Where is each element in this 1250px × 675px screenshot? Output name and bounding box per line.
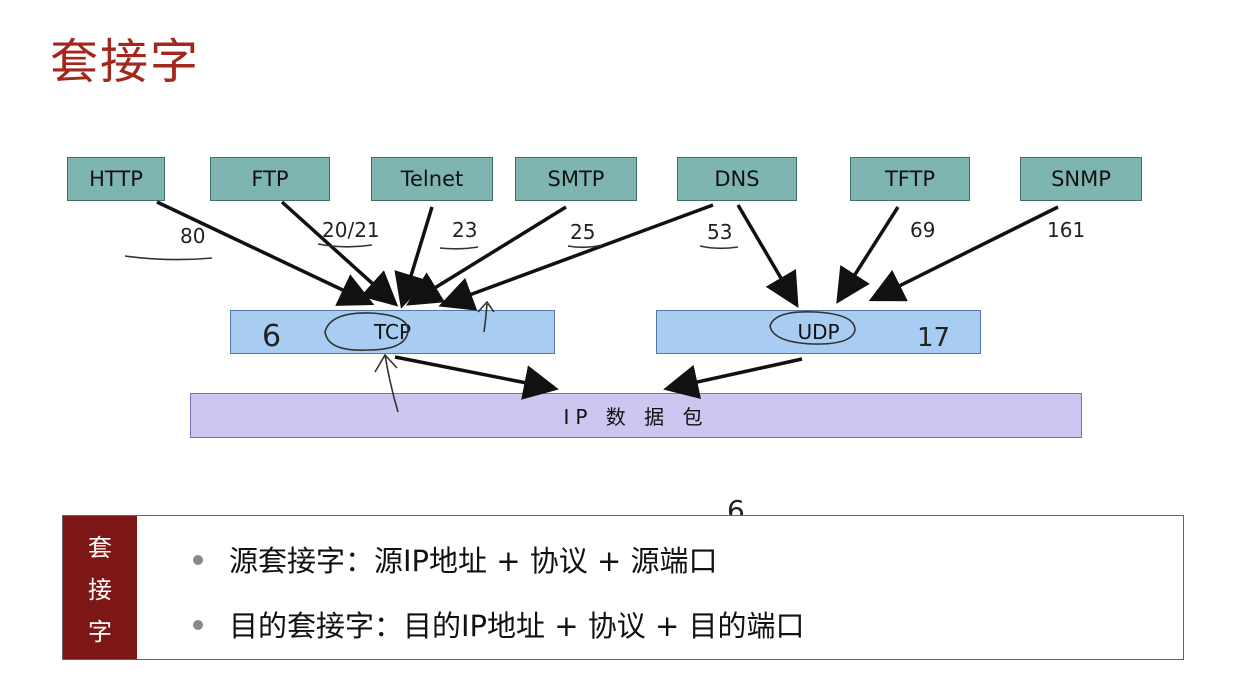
- protocol-label: DNS: [714, 167, 760, 191]
- underline-port-smtp: [567, 244, 603, 249]
- protocol-box-telnet: Telnet: [371, 157, 493, 201]
- protocol-label: FTP: [251, 167, 289, 191]
- protocol-box-snmp: SNMP: [1020, 157, 1142, 201]
- udp-label: UDP: [797, 320, 840, 344]
- underline-port-telnet: [439, 246, 479, 250]
- port-tftp: 69: [910, 218, 936, 242]
- socket-panel: 套 接 字 源套接字：源IP地址 + 协议 + 源端口 目的套接字：目的IP地址…: [62, 515, 1184, 660]
- annotation-tcp-number: 6: [262, 319, 281, 354]
- protocol-box-http: HTTP: [67, 157, 165, 201]
- ip-packet-label: IP 数 据 包: [563, 405, 709, 429]
- slide-title: 套接字: [50, 34, 201, 90]
- arrow-http-tcp: [156, 200, 375, 306]
- side-char: 接: [88, 575, 112, 604]
- bullet-icon: [193, 620, 203, 630]
- port-snmp: 161: [1047, 218, 1086, 242]
- protocol-box-dns: DNS: [677, 157, 797, 201]
- port-smtp: 25: [570, 220, 596, 244]
- arrow-dns-tcp: [438, 203, 714, 311]
- port-http: 80: [180, 224, 206, 248]
- port-telnet: 23: [452, 218, 478, 242]
- circle-udp: [769, 310, 856, 345]
- arrow-tcp-ip: [394, 355, 559, 400]
- side-char: 字: [88, 618, 112, 647]
- annotation-udp-number: 17: [917, 323, 950, 353]
- underline-port-http: [124, 255, 213, 261]
- arrow-dns-udp: [736, 204, 799, 309]
- port-ftp: 20/21: [322, 218, 380, 242]
- underline-port-ftp: [317, 243, 373, 248]
- protocol-box-ftp: FTP: [210, 157, 330, 201]
- ip-packet-box: IP 数 据 包: [190, 393, 1082, 438]
- protocol-box-smtp: SMTP: [515, 157, 637, 201]
- sketch-arrow-tcp: [374, 353, 399, 413]
- destination-socket-text: 目的套接字：目的IP地址 + 协议 + 目的端口: [229, 609, 805, 643]
- arrow-smtp-tcp: [406, 205, 567, 306]
- arrow-ftp-tcp: [280, 200, 399, 307]
- arrow-tftp-udp: [836, 206, 900, 304]
- underline-port-dns: [699, 245, 739, 250]
- port-dns: 53: [707, 220, 733, 244]
- arrow-telnet-tcp: [394, 206, 434, 309]
- socket-side-label: 套 接 字: [63, 516, 137, 659]
- protocol-box-tftp: TFTP: [850, 157, 970, 201]
- protocol-label: TFTP: [884, 167, 936, 191]
- source-socket-row: 源套接字：源IP地址 + 协议 + 源端口: [193, 538, 718, 580]
- arrow-udp-ip: [663, 357, 803, 400]
- source-socket-text: 源套接字：源IP地址 + 协议 + 源端口: [229, 544, 718, 578]
- protocol-label: SNMP: [1051, 167, 1111, 191]
- protocol-label: HTTP: [89, 167, 143, 191]
- bullet-icon: [193, 555, 203, 565]
- udp-box: UDP: [656, 310, 981, 354]
- arrow-snmp-udp: [868, 205, 1059, 302]
- circle-tcp: [324, 312, 409, 351]
- side-char: 套: [88, 533, 112, 562]
- protocol-label: SMTP: [547, 167, 605, 191]
- sketch-mark-tcp: [477, 300, 495, 333]
- destination-socket-row: 目的套接字：目的IP地址 + 协议 + 目的端口: [193, 603, 805, 645]
- protocol-label: Telnet: [400, 167, 464, 191]
